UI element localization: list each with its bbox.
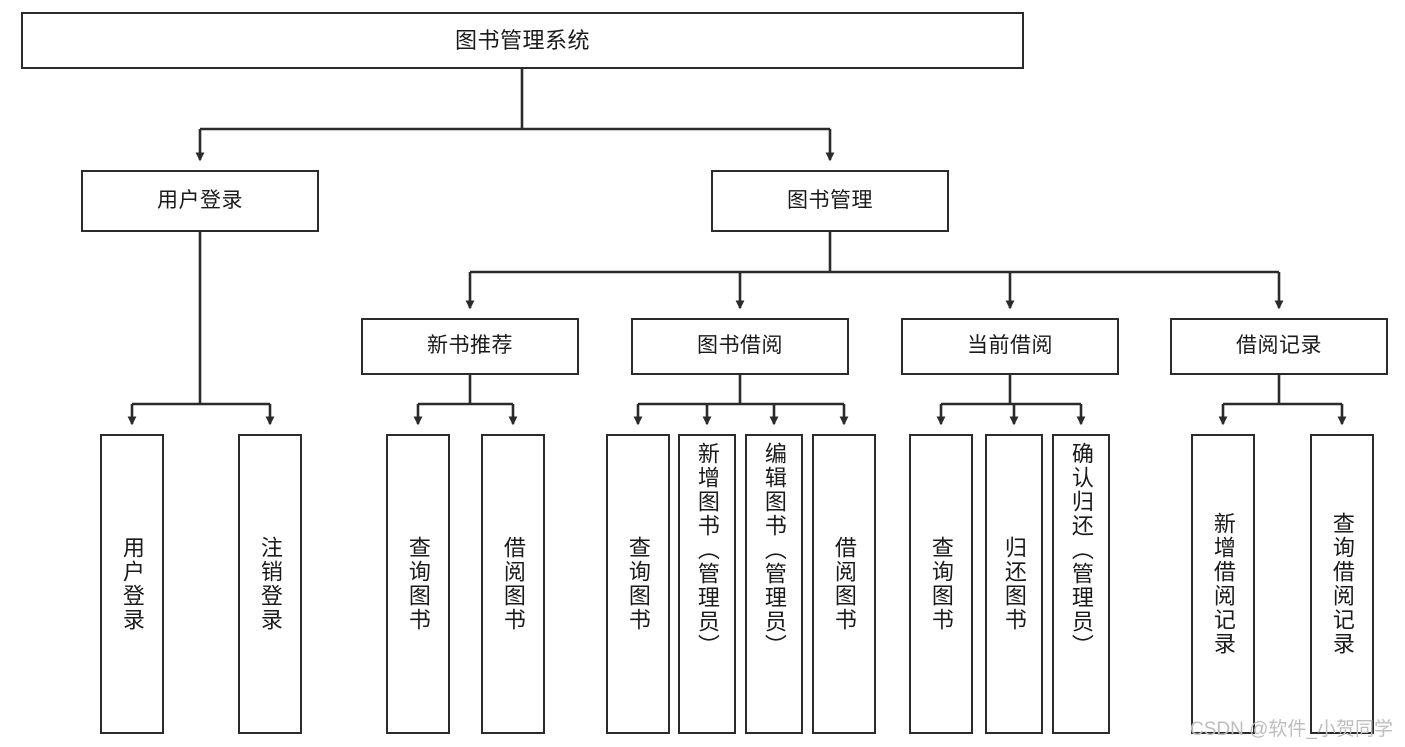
- node-leaf-query-book-1-label: 查询图书: [405, 536, 431, 632]
- node-leaf-borrow-book-1-label: 借阅图书: [500, 536, 526, 632]
- node-book-manage-label: 图书管理: [787, 188, 873, 212]
- node-leaf-query-record-label: 查询借阅记录: [1329, 512, 1355, 656]
- node-leaf-add-book-label: 新增图书（管理员）: [694, 442, 720, 658]
- node-user-login[interactable]: 用户登录: [81, 170, 319, 232]
- node-borrow-record-label: 借阅记录: [1236, 334, 1322, 358]
- node-leaf-query-book-3[interactable]: 查询图书: [909, 434, 973, 734]
- node-leaf-query-book-2[interactable]: 查询图书: [606, 434, 670, 734]
- node-leaf-borrow-book-1[interactable]: 借阅图书: [481, 434, 545, 734]
- node-leaf-query-book-3-label: 查询图书: [928, 536, 954, 632]
- node-current-borrow[interactable]: 当前借阅: [901, 318, 1119, 375]
- node-leaf-return-book-label: 归还图书: [1001, 536, 1027, 632]
- node-user-login-label: 用户登录: [157, 188, 243, 212]
- node-book-manage[interactable]: 图书管理: [711, 170, 949, 232]
- node-current-borrow-label: 当前借阅: [967, 334, 1053, 358]
- node-leaf-add-book[interactable]: 新增图书（管理员）: [678, 434, 736, 734]
- node-leaf-edit-book[interactable]: 编辑图书（管理员）: [745, 434, 803, 734]
- node-root[interactable]: 图书管理系统: [21, 12, 1024, 69]
- node-new-book-recommend-label: 新书推荐: [427, 334, 513, 358]
- node-leaf-confirm-return-label: 确认归还（管理员）: [1068, 442, 1094, 658]
- node-leaf-edit-book-label: 编辑图书（管理员）: [761, 442, 787, 658]
- node-leaf-add-record-label: 新增借阅记录: [1210, 512, 1236, 656]
- node-leaf-return-book[interactable]: 归还图书: [985, 434, 1043, 734]
- node-leaf-user-login[interactable]: 用户登录: [100, 434, 164, 734]
- node-book-borrow[interactable]: 图书借阅: [631, 318, 849, 375]
- node-leaf-user-login-label: 用户登录: [119, 536, 145, 632]
- node-new-book-recommend[interactable]: 新书推荐: [361, 318, 579, 375]
- node-leaf-query-book-2-label: 查询图书: [625, 536, 651, 632]
- node-leaf-borrow-book-2[interactable]: 借阅图书: [812, 434, 876, 734]
- node-leaf-logout[interactable]: 注销登录: [238, 434, 302, 734]
- node-leaf-borrow-book-2-label: 借阅图书: [831, 536, 857, 632]
- node-leaf-add-record[interactable]: 新增借阅记录: [1191, 434, 1255, 734]
- node-leaf-query-book-1[interactable]: 查询图书: [386, 434, 450, 734]
- csdn-watermark: CSDN @软件_小贺同学: [1190, 719, 1393, 740]
- node-leaf-confirm-return[interactable]: 确认归还（管理员）: [1052, 434, 1110, 734]
- node-borrow-record[interactable]: 借阅记录: [1170, 318, 1388, 375]
- node-root-label: 图书管理系统: [454, 27, 590, 53]
- node-leaf-query-record[interactable]: 查询借阅记录: [1310, 434, 1374, 734]
- node-leaf-logout-label: 注销登录: [257, 536, 283, 632]
- node-book-borrow-label: 图书借阅: [697, 334, 783, 358]
